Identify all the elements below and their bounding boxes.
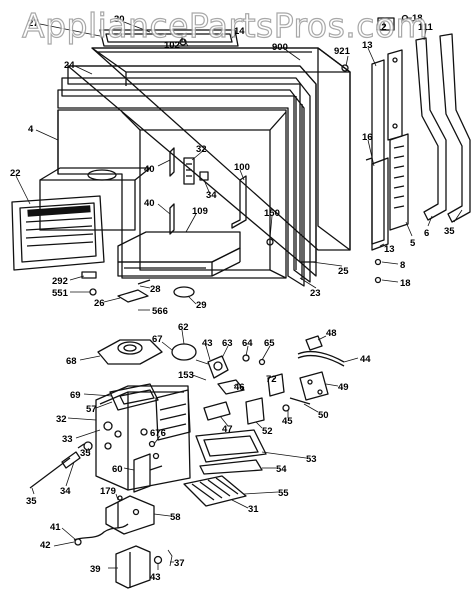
callout-35a: 35 xyxy=(444,226,455,237)
callout-30: 30 xyxy=(114,14,125,25)
callout-60: 60 xyxy=(112,464,123,475)
callout-39: 39 xyxy=(90,564,101,575)
callout-22: 22 xyxy=(10,168,21,179)
callout-37: 37 xyxy=(174,558,185,569)
callout-8: 8 xyxy=(400,260,405,271)
callout-45: 45 xyxy=(282,416,293,427)
callout-54: 54 xyxy=(276,464,287,475)
callout-109: 109 xyxy=(192,206,208,217)
callout-18a: 18 xyxy=(412,13,423,24)
callout-566: 566 xyxy=(152,306,168,317)
callout-153: 153 xyxy=(178,370,194,381)
auger-crank xyxy=(133,453,163,493)
top-gasket-frame xyxy=(99,29,239,47)
control-panel xyxy=(11,195,105,271)
callout-53: 53 xyxy=(306,454,317,465)
mounting-plate xyxy=(299,371,329,401)
callout-46: 46 xyxy=(234,382,245,393)
water-tube xyxy=(297,335,345,367)
callout-23: 23 xyxy=(310,288,321,299)
callout-57: 57 xyxy=(86,404,97,415)
cap-disc xyxy=(171,343,197,361)
crisper-drawer xyxy=(117,231,241,277)
callout-26: 26 xyxy=(94,298,105,309)
callout-49: 49 xyxy=(338,382,349,393)
callout-14: 14 xyxy=(234,26,245,37)
callout-43a: 43 xyxy=(202,338,213,349)
callout-29: 29 xyxy=(196,300,207,311)
callout-47: 47 xyxy=(222,424,233,435)
callout-42: 42 xyxy=(40,540,51,551)
ice-bucket-grill xyxy=(183,429,267,507)
callout-72: 72 xyxy=(266,374,277,385)
bottom-fasteners xyxy=(153,549,173,567)
callout-50: 50 xyxy=(318,410,329,421)
ice-maker-body xyxy=(95,383,191,491)
callout-13a: 13 xyxy=(362,40,373,51)
callout-52: 52 xyxy=(262,426,273,437)
callout-40b: 40 xyxy=(144,198,155,209)
callout-150: 150 xyxy=(264,208,280,219)
callout-111: 111 xyxy=(418,22,434,33)
callout-6: 6 xyxy=(424,228,429,239)
callout-34: 34 xyxy=(206,190,217,201)
callout-179: 179 xyxy=(100,486,116,497)
callout-34b: 34 xyxy=(60,486,71,497)
callout-676: 676 xyxy=(150,428,166,439)
callout-292: 292 xyxy=(52,276,68,287)
callout-48: 48 xyxy=(326,328,337,339)
callout-31: 31 xyxy=(248,504,259,515)
callout-18b: 18 xyxy=(400,278,411,289)
thermostat-rod xyxy=(29,441,93,489)
callout-35c: 35 xyxy=(26,496,37,507)
motor-housing xyxy=(97,339,163,365)
callout-900: 900 xyxy=(272,42,288,53)
callout-4: 4 xyxy=(28,124,34,135)
switch-components xyxy=(203,373,311,425)
callout-5: 5 xyxy=(410,238,416,249)
callout-62: 62 xyxy=(178,322,189,333)
callout-12: 12 xyxy=(376,22,387,33)
callout-32b: 32 xyxy=(56,414,67,425)
callout-24: 24 xyxy=(64,60,75,71)
door-rails-right xyxy=(365,14,471,284)
door-gasket-frames xyxy=(57,65,317,287)
callout-43b: 43 xyxy=(150,572,161,583)
leader-lines xyxy=(15,17,463,570)
callout-68: 68 xyxy=(66,356,77,367)
callout-67: 67 xyxy=(152,334,163,345)
callout-41: 41 xyxy=(50,522,61,533)
callout-44: 44 xyxy=(360,354,371,365)
callout-100: 100 xyxy=(234,162,250,173)
callout-35b: 35 xyxy=(80,448,91,459)
callout-40a: 40 xyxy=(144,164,155,175)
callout-27: 27 xyxy=(28,18,39,29)
callout-13b: 13 xyxy=(384,244,395,255)
callout-69: 69 xyxy=(70,390,81,401)
wire-harness xyxy=(73,523,129,546)
cabinet-liner-900 xyxy=(91,47,351,251)
callout-64: 64 xyxy=(242,338,253,349)
callout-33: 33 xyxy=(62,434,73,445)
callout-55: 55 xyxy=(278,488,289,499)
motor-fittings xyxy=(195,354,266,379)
callout-58: 58 xyxy=(170,512,181,523)
callout-28: 28 xyxy=(150,284,161,295)
callouts: 27 30 102 14 900 921 12 18 111 24 13 4 1… xyxy=(10,13,455,583)
callout-25: 25 xyxy=(338,266,349,277)
callout-32a: 32 xyxy=(196,144,207,155)
callout-65: 65 xyxy=(264,338,275,349)
control-box xyxy=(115,545,151,589)
callout-63: 63 xyxy=(222,338,233,349)
callout-551: 551 xyxy=(52,288,69,299)
inner-liner xyxy=(57,109,287,279)
callout-102: 102 xyxy=(164,40,180,51)
callout-16: 16 xyxy=(362,132,373,143)
callout-921: 921 xyxy=(334,46,351,57)
bracket-plate xyxy=(105,495,155,535)
